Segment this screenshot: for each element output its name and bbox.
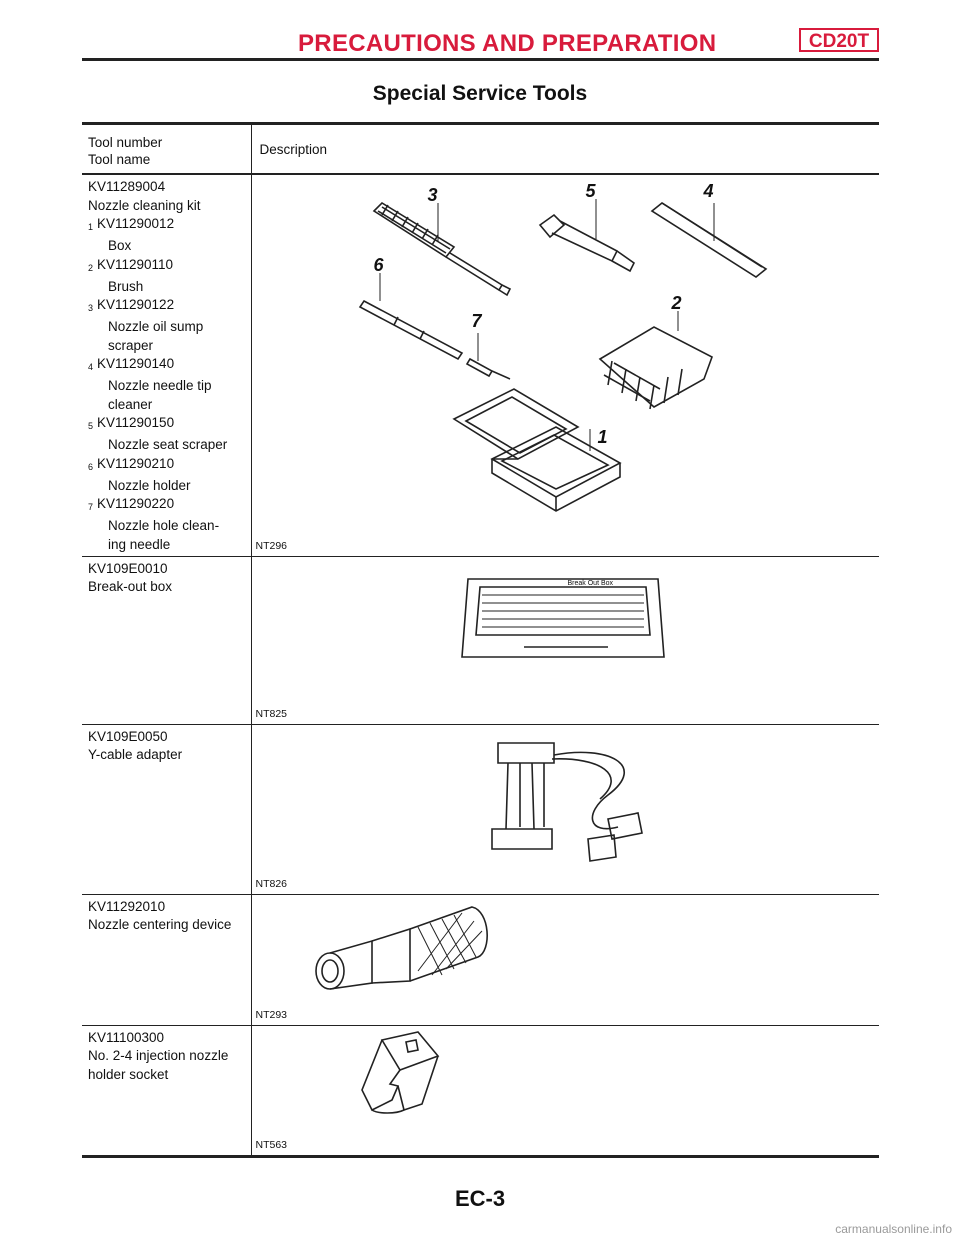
tool-figure-cell: NT563	[251, 1025, 879, 1158]
component-index: 7	[88, 502, 94, 513]
component-index: 2	[88, 262, 94, 273]
table-row: KV109E0010 Break-out box Break Out Box N…	[82, 556, 879, 725]
figure-code: NT826	[255, 877, 288, 890]
header-tool-name: Tool name	[88, 152, 151, 167]
centering-device-illustration	[314, 905, 488, 990]
component-name: Nozzle oil sump	[108, 318, 204, 334]
nozzle-cleaning-kit-illustration	[358, 199, 767, 512]
callout-3: 3	[427, 185, 438, 205]
table-row: KV11100300 No. 2-4 injection nozzle hold…	[82, 1025, 879, 1158]
tool-number: KV109E0050	[88, 728, 168, 744]
tool-figure-cell: NT293	[251, 894, 879, 1026]
break-out-box-label: Break Out Box	[567, 579, 614, 587]
figure-code: NT563	[255, 1138, 288, 1151]
header-tool-number: Tool number	[88, 135, 163, 150]
component-name: Nozzle needle tip	[108, 378, 212, 394]
tool-figure-cell: NT826	[251, 724, 879, 895]
figure-code: NT296	[255, 539, 288, 552]
column-header-tool: Tool number Tool name	[82, 122, 252, 175]
table-row: KV11292010 Nozzle centering device NT293	[82, 894, 879, 1026]
tool-cell: KV11292010 Nozzle centering device	[82, 894, 252, 1026]
component-number: KV11290220	[97, 496, 175, 512]
component-number: KV11290150	[97, 415, 175, 431]
page-title: Special Service Tools	[372, 82, 588, 105]
special-tools-table: Tool number Tool name Description KV1128…	[82, 122, 879, 1158]
engine-code-badge: CD20T	[799, 28, 879, 52]
tool-name: Break-out box	[88, 579, 173, 595]
table-header-row: Tool number Tool name Description	[82, 122, 879, 175]
tool-figure-cell: 3 5 4 6 7 2 1 NT296	[251, 174, 879, 557]
y-cable-adapter-illustration	[490, 741, 643, 862]
tool-name: holder socket	[88, 1066, 169, 1082]
needle-tip-cleaner-drawing	[650, 202, 767, 278]
component-name: Nozzle seat scraper	[108, 437, 228, 453]
component-index: 5	[88, 421, 94, 432]
watermark: carmanualsonline.info	[835, 1222, 952, 1236]
page-number: EC-3	[454, 1186, 506, 1211]
component-index: 3	[88, 303, 94, 314]
component-number: KV11290210	[97, 455, 175, 471]
callout-4: 4	[703, 181, 714, 201]
component-number: KV11290012	[97, 216, 175, 232]
oil-sump-scraper-drawing	[372, 201, 511, 297]
section-title: PRECAUTIONS AND PREPARATION	[298, 30, 717, 57]
component-name: Nozzle holder	[108, 477, 191, 493]
tool-name: Nozzle cleaning kit	[88, 197, 201, 213]
pin-grid	[481, 594, 644, 627]
component-number: KV11290110	[97, 256, 174, 272]
tool-number: KV11292010	[88, 898, 166, 914]
table-row: KV109E0050 Y-cable adapter NT826	[82, 724, 879, 895]
tool-cell: KV109E0010 Break-out box	[82, 556, 252, 725]
callout-6: 6	[373, 255, 384, 275]
column-header-description: Description	[251, 122, 879, 175]
component-name: Box	[108, 238, 132, 254]
component-number: KV11290122	[97, 297, 175, 313]
break-out-box-illustration	[460, 577, 665, 658]
tool-number: KV109E0010	[88, 560, 168, 576]
component-number: KV11290140	[97, 356, 175, 372]
tool-cell: KV109E0050 Y-cable adapter	[82, 724, 252, 895]
callout-7: 7	[471, 311, 482, 331]
seat-scraper-drawing	[538, 213, 635, 273]
callout-1: 1	[597, 427, 608, 447]
figure-code: NT293	[255, 1008, 288, 1021]
knurl-pattern	[417, 912, 482, 975]
tool-name: No. 2-4 injection nozzle	[88, 1048, 229, 1064]
callout-5: 5	[585, 181, 596, 201]
component-name: Brush	[108, 278, 144, 294]
brush-drawing	[598, 326, 713, 410]
tool-name: Nozzle centering device	[88, 917, 232, 933]
nozzle-holder-drawing	[358, 299, 463, 361]
callout-2: 2	[671, 293, 682, 313]
figure-code: NT825	[255, 707, 288, 720]
component-name: scraper	[108, 337, 154, 353]
component-name: ing needle	[108, 536, 171, 552]
callout-leaders	[379, 199, 714, 451]
component-index: 4	[88, 362, 94, 373]
tool-figure-cell: Break Out Box NT825	[251, 556, 879, 725]
tool-cell: KV11100300 No. 2-4 injection nozzle hold…	[82, 1025, 252, 1158]
component-index: 6	[88, 461, 94, 472]
header-rule	[82, 58, 879, 61]
kit-box-drawing	[451, 388, 622, 512]
component-name: cleaner	[108, 396, 153, 412]
hole-cleaning-needle-drawing	[465, 357, 510, 380]
tool-number: KV11100300	[88, 1029, 165, 1045]
page-header: PRECAUTIONS AND PREPARATION CD20T	[82, 28, 879, 62]
component-index: 1	[88, 222, 94, 233]
tool-name: Y-cable adapter	[88, 747, 183, 763]
component-name: Nozzle hole clean-	[108, 517, 220, 533]
holder-socket-illustration	[360, 1030, 439, 1114]
tool-number: KV11289004	[88, 179, 166, 194]
